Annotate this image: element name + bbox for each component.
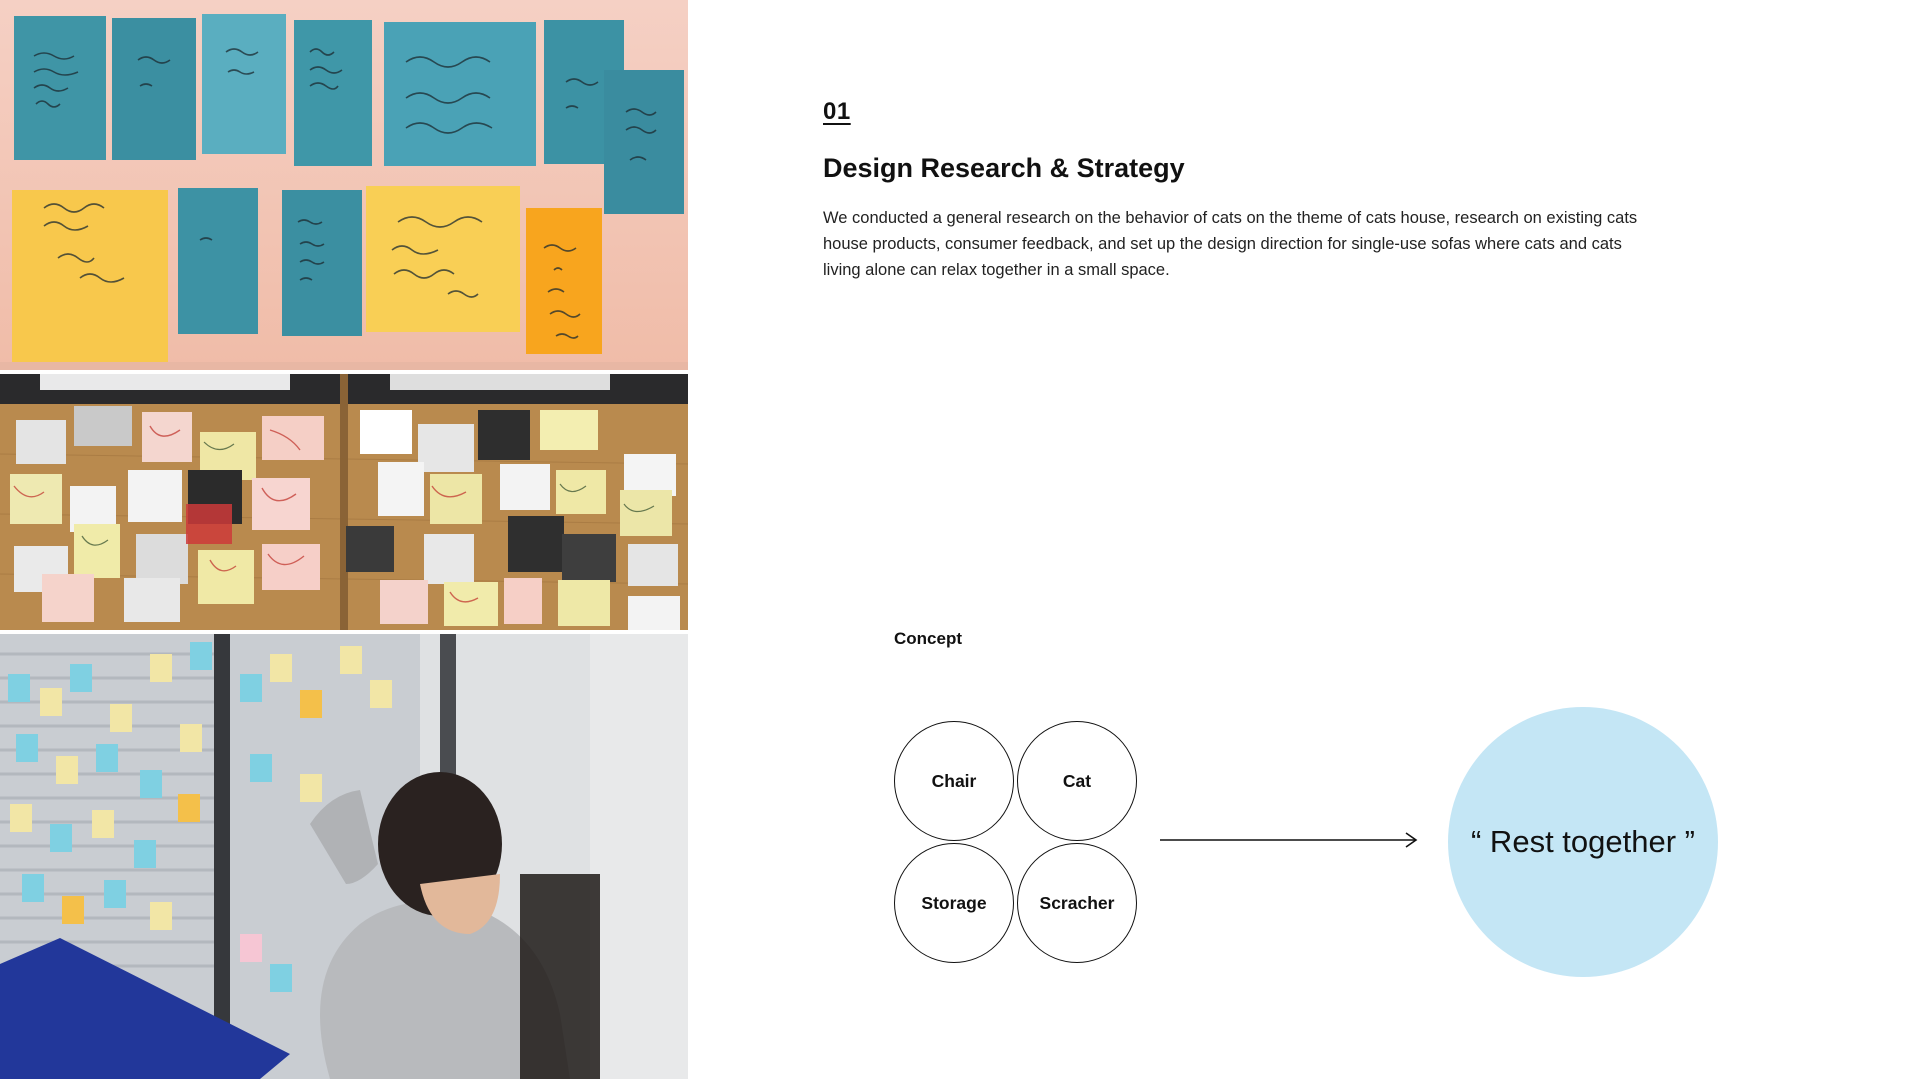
concept-circle-storage: Storage [894,843,1014,963]
photo-researcher-at-wall [0,634,688,1079]
photo-product-moodboard [0,374,688,630]
arrow-right-icon [1160,832,1418,848]
concept-circle-chair: Chair [894,721,1014,841]
photo-column [0,0,688,1079]
sticky-notes-illustration [0,0,688,370]
section-number: 01 [823,98,851,125]
concept-circle-cat: Cat [1017,721,1137,841]
section-title: Design Research & Strategy [823,153,1185,183]
moodboard-illustration [0,374,688,630]
researcher-illustration [0,634,688,1079]
section-body: We conducted a general research on the b… [823,209,1638,279]
photo-sticky-notes-board [0,0,688,370]
concept-circle-scracher: Scracher [1017,843,1137,963]
concept-label: Concept [894,629,962,648]
concept-result-circle: “ Rest together ” [1448,707,1718,977]
